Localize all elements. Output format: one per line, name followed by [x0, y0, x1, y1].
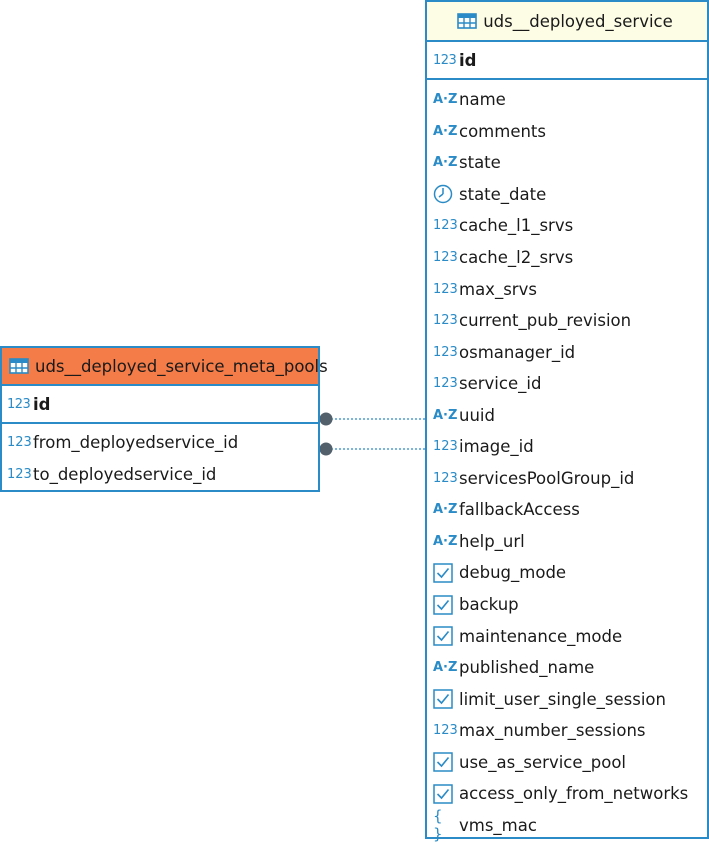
string-type-icon: A·Z — [433, 502, 458, 518]
column-name: uuid — [459, 405, 495, 425]
column-name: osmanager_id — [459, 342, 576, 362]
column-name: id — [33, 394, 51, 414]
column-name: from_deployedservice_id — [33, 432, 239, 452]
pk-separator — [427, 78, 707, 80]
column-row-access-only-from-networks[interactable]: access_only_from_networks — [427, 778, 707, 810]
column-name: published_name — [459, 658, 595, 678]
pk-row[interactable]: 123 id — [427, 42, 707, 78]
column-name: to_deployedservice_id — [33, 464, 217, 484]
string-type-icon: A·Z — [433, 92, 458, 108]
numeric-type-icon: 123 — [433, 313, 458, 329]
table-icon — [457, 13, 478, 29]
numeric-type-icon: 123 — [433, 376, 458, 392]
entity-title: uds__deployed_service_meta_pools — [35, 356, 328, 376]
numeric-type-icon: 123 — [7, 396, 31, 412]
column-name: name — [459, 90, 506, 110]
column-name: fallbackAccess — [459, 500, 580, 520]
column-name: comments — [459, 121, 546, 141]
numeric-type-icon: 123 — [433, 723, 458, 739]
numeric-type-icon: 123 — [7, 466, 32, 482]
column-name: limit_user_single_session — [459, 689, 666, 709]
string-type-icon: A·Z — [433, 155, 458, 171]
column-row-vms-mac[interactable]: { } vms_mac — [427, 807, 707, 843]
column-name: access_only_from_networks — [459, 784, 689, 804]
connector-dot-from — [319, 412, 333, 426]
string-type-icon: A·Z — [433, 660, 458, 676]
column-name: cache_l2_srvs — [459, 248, 574, 267]
column-row-maintenance-mode[interactable]: maintenance_mode — [427, 620, 707, 652]
numeric-type-icon: 123 — [433, 281, 458, 297]
column-row-backup[interactable]: backup — [427, 589, 707, 621]
entity-uds-deployed-service-meta-pools[interactable]: uds__deployed_service_meta_pools 123 id … — [0, 346, 328, 492]
column-row-debug-mode[interactable]: debug_mode — [427, 557, 707, 589]
column-name: vms_mac — [459, 815, 537, 835]
boolean-type-icon — [433, 626, 459, 646]
column-name: state_date — [459, 184, 547, 204]
column-name: debug_mode — [459, 563, 567, 583]
boolean-type-icon — [433, 563, 459, 583]
string-type-icon: A·Z — [433, 533, 458, 549]
column-name: current_pub_revision — [459, 311, 632, 331]
numeric-type-icon: 123 — [433, 218, 458, 234]
numeric-type-icon: 123 — [433, 344, 458, 360]
numeric-type-icon: 123 — [433, 250, 458, 265]
boolean-type-icon — [433, 594, 459, 615]
column-name: backup — [459, 595, 519, 615]
numeric-type-icon: 123 — [7, 434, 32, 450]
string-type-icon: A·Z — [433, 123, 458, 139]
column-name: image_id — [459, 437, 534, 457]
boolean-type-icon — [433, 752, 459, 772]
column-name: max_srvs — [459, 279, 537, 299]
connector-dot-to — [319, 442, 333, 456]
datetime-type-icon — [433, 184, 459, 204]
column-name: help_url — [459, 531, 525, 551]
boolean-type-icon — [433, 784, 459, 804]
entity-header[interactable]: uds__deployed_service_meta_pools — [2, 348, 328, 386]
json-type-icon: { } — [433, 807, 445, 843]
numeric-type-icon: 123 — [433, 52, 457, 68]
column-row-state-date[interactable]: state_date — [427, 179, 707, 211]
column-name: cache_l1_srvs — [459, 216, 574, 236]
numeric-type-icon: 123 — [433, 439, 458, 455]
boolean-type-icon — [433, 689, 459, 709]
column-name: servicesPoolGroup_id — [459, 468, 635, 488]
column-row-use-as-service-pool[interactable]: use_as_service_pool — [427, 746, 707, 778]
column-name: max_number_sessions — [459, 721, 646, 741]
entity-title: uds__deployed_service — [483, 11, 673, 31]
entity-header[interactable]: uds__deployed_service — [427, 2, 707, 42]
column-name: use_as_service_pool — [459, 752, 627, 772]
column-name: state — [459, 153, 501, 173]
table-icon — [9, 358, 29, 374]
string-type-icon: A·Z — [433, 407, 458, 423]
column-name: id — [459, 50, 477, 70]
pk-separator — [2, 422, 318, 424]
column-row-limit-user-single-session[interactable]: limit_user_single_session — [427, 683, 707, 715]
column-name: maintenance_mode — [459, 626, 623, 646]
column-name: service_id — [459, 374, 542, 394]
numeric-type-icon: 123 — [433, 470, 458, 486]
pk-row[interactable]: 123 id — [2, 386, 318, 422]
